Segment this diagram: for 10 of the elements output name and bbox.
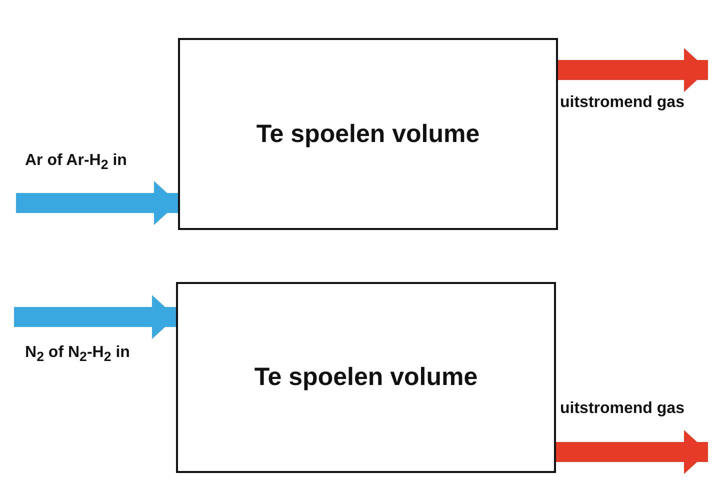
edge-label: uitstromend gas	[559, 400, 686, 418]
box-title: Te spoelen volume	[256, 120, 480, 148]
box-title: Te spoelen volume	[254, 363, 478, 392]
edge-label: uitstromend gas	[559, 94, 686, 112]
arrow	[14, 295, 176, 339]
process-box	[178, 38, 558, 230]
arrow	[16, 181, 178, 225]
arrow	[556, 430, 708, 474]
arrow	[558, 48, 708, 92]
process-box	[176, 282, 556, 473]
